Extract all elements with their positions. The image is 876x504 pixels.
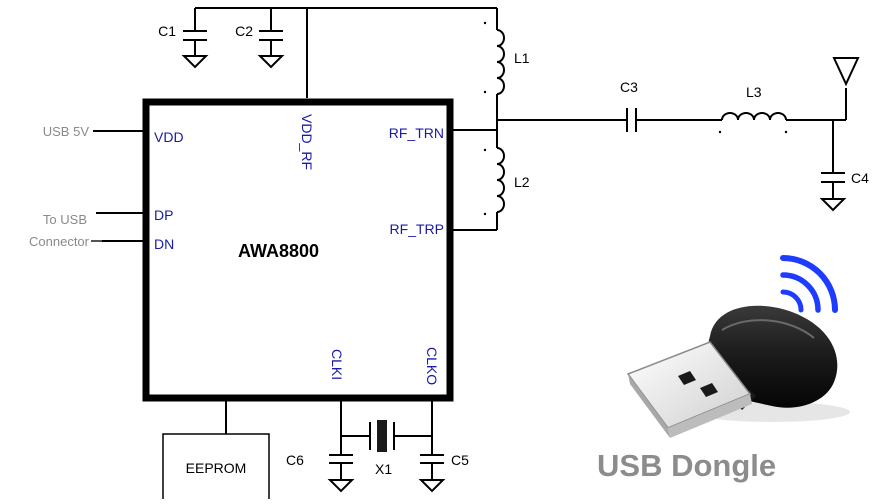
ground-icon xyxy=(329,473,353,492)
pin-dn: DN xyxy=(154,236,174,252)
top-power-rail xyxy=(195,7,497,98)
pin-clko: CLKO xyxy=(424,347,440,385)
usb-5v-input: USB 5V xyxy=(43,124,143,139)
ground-icon xyxy=(259,49,283,68)
crystal-x1: X1 xyxy=(340,401,433,477)
capacitor-c3: C3 xyxy=(620,79,722,132)
chip-awa8800: AWA8800 VDD DP DN RF_TRN RF_TRP VDD_RF C… xyxy=(142,98,454,402)
wireless-waves-icon xyxy=(780,255,838,313)
eeprom-label: EEPROM xyxy=(186,460,247,476)
capacitor-c1: C1 xyxy=(158,8,207,68)
dongle-caption: USB Dongle xyxy=(597,448,776,483)
inductor-l2: L2 xyxy=(453,147,530,231)
pin-rf-trp: RF_TRP xyxy=(390,221,444,237)
usb-5v-label: USB 5V xyxy=(43,124,90,139)
c6-label: C6 xyxy=(286,452,304,468)
rf-output-line xyxy=(453,119,627,131)
capacitor-c6: C6 xyxy=(286,452,353,492)
c4-label: C4 xyxy=(851,170,869,186)
chip-name: AWA8800 xyxy=(238,241,319,261)
usb-dongle-icon xyxy=(626,305,850,438)
ground-icon xyxy=(821,192,845,211)
inductor-l1: L1 xyxy=(483,8,530,148)
usb-connector-inputs: To USB Connector xyxy=(29,212,143,249)
c1-label: C1 xyxy=(158,23,176,39)
capacitor-c5: C5 xyxy=(420,452,469,492)
pin-vdd-rf: VDD_RF xyxy=(299,114,315,170)
connector-label: Connector xyxy=(29,234,90,249)
l3-label: L3 xyxy=(746,84,762,100)
ground-icon xyxy=(183,49,207,68)
c3-label: C3 xyxy=(620,79,638,95)
pin-vdd: VDD xyxy=(154,129,184,145)
x1-label: X1 xyxy=(375,461,392,477)
capacitor-c2: C2 xyxy=(235,8,283,68)
pin-dp: DP xyxy=(154,207,173,223)
inductor-l3: L3 xyxy=(718,84,833,134)
l2-label: L2 xyxy=(514,174,530,190)
capacitor-c4: C4 xyxy=(821,120,869,211)
pin-rf-trn: RF_TRN xyxy=(389,125,444,141)
pin-clki: CLKI xyxy=(329,349,345,380)
ground-icon xyxy=(420,473,444,492)
eeprom-block: EEPROM xyxy=(162,401,270,504)
to-usb-label: To USB xyxy=(43,212,87,227)
antenna xyxy=(832,57,860,121)
c5-label: C5 xyxy=(451,452,469,468)
l1-label: L1 xyxy=(514,50,530,66)
c2-label: C2 xyxy=(235,23,253,39)
antenna-icon xyxy=(832,57,860,87)
